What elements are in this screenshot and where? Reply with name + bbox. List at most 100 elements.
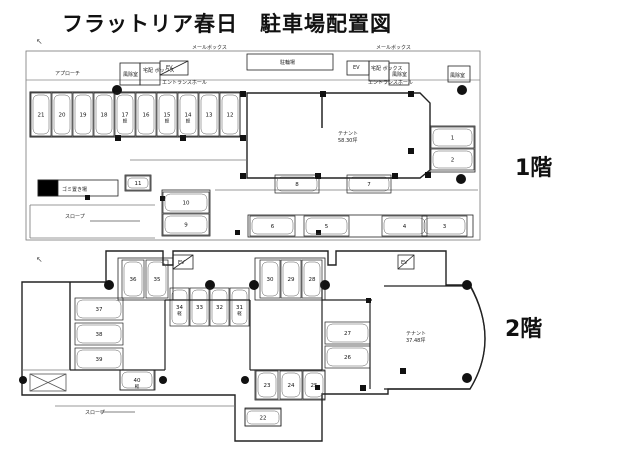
- parking-space-6: 6: [249, 215, 296, 237]
- space-number: 21: [38, 113, 45, 119]
- parking-space-19: 19: [72, 92, 94, 137]
- floor2-pillars: [19, 280, 472, 391]
- parking-space-17: 17軽: [114, 92, 136, 137]
- space-number: 17: [122, 113, 129, 119]
- mailbox-left-label: メールボックス: [192, 44, 227, 51]
- space-number: 31: [236, 305, 243, 311]
- space-number: 25: [311, 383, 318, 389]
- parking-space-20: 20: [51, 92, 73, 137]
- space-number: 32: [216, 305, 223, 311]
- reception-right-2-label: 風除室: [450, 72, 465, 79]
- parking-space-39: 39: [74, 347, 124, 371]
- space-number: 33: [196, 305, 203, 311]
- space-number: 36: [130, 277, 137, 283]
- bike-parking-label: 駐輪場: [280, 59, 295, 66]
- parking-space-1: 1: [430, 126, 475, 149]
- reception-right-label: 風除室: [392, 71, 407, 78]
- floor1-plan: [25, 50, 481, 241]
- reception-right-2: [447, 65, 471, 83]
- ev2-right: [397, 254, 415, 270]
- space-number: 20: [59, 113, 66, 119]
- space-number: 7: [367, 182, 371, 188]
- floor1-boundary: [25, 50, 481, 241]
- reception-left-label: 風除室: [123, 71, 138, 78]
- north-arrow-1-icon: ↖: [36, 37, 43, 46]
- parking-space-13: 13: [198, 92, 220, 137]
- parking-space-32: 32: [209, 287, 230, 327]
- parking-space-22: 22: [244, 408, 282, 427]
- parking-space-9: 9: [162, 213, 210, 236]
- ev2-right-label: EV: [401, 260, 408, 266]
- ev2-left-label: EV: [178, 260, 185, 266]
- parking-space-5: 5: [303, 215, 350, 237]
- hall-right-label: エントランスホール: [368, 80, 413, 86]
- parking-space-24: 24: [279, 370, 303, 400]
- space-number: 34: [176, 305, 183, 311]
- space-number: 39: [96, 357, 103, 363]
- space-number: 9: [184, 223, 188, 229]
- bike-parking: [246, 53, 334, 71]
- light-vehicle-tag: 軽: [165, 118, 170, 125]
- space-number: 14: [185, 113, 192, 119]
- space-number: 23: [264, 383, 271, 389]
- space-number: 38: [96, 332, 103, 338]
- parking-space-2: 2: [430, 148, 475, 171]
- floor1-label: 1階: [515, 156, 553, 181]
- parking-space-25: 25: [302, 370, 326, 400]
- parking-space-3: 3: [421, 215, 468, 237]
- mailbox-right-label: メールボックス: [376, 44, 411, 51]
- parking-space-31: 31軽: [229, 287, 250, 327]
- light-vehicle-tag: 軽: [237, 310, 242, 317]
- floor1-pillars: [85, 85, 467, 235]
- space-number: 37: [96, 307, 103, 313]
- trash-label: ゴミ置き場: [62, 186, 87, 193]
- space-number: 19: [80, 113, 87, 119]
- delivery-right-label: 宅配 ボックス: [371, 65, 402, 72]
- reception-right: [388, 62, 410, 86]
- parking-space-11: 11: [125, 175, 151, 191]
- space-number: 18: [101, 113, 108, 119]
- parking-space-12: 12: [219, 92, 241, 137]
- parking-space-33: 33: [189, 287, 210, 327]
- space-number: 12: [227, 113, 234, 119]
- parking-space-15: 15軽: [156, 92, 178, 137]
- slope1-label: スロープ: [65, 214, 85, 220]
- space-number: 11: [135, 181, 142, 187]
- parking-space-10: 10: [162, 191, 210, 214]
- floor2-plan: [21, 250, 486, 442]
- parking-space-26: 26: [324, 345, 371, 369]
- parking-space-30: 30: [259, 259, 281, 299]
- space-number: 22: [260, 416, 267, 422]
- parking-space-37: 37: [74, 297, 124, 321]
- parking-space-4: 4: [381, 215, 428, 237]
- space-number: 10: [183, 201, 190, 207]
- space-number: 2: [451, 158, 455, 164]
- space-number: 8: [295, 182, 299, 188]
- north-arrow-2-icon: ↖: [36, 255, 43, 264]
- parking-space-27: 27: [324, 321, 371, 345]
- approach-label: アプローチ: [55, 71, 80, 77]
- ev2-left: [172, 254, 194, 270]
- delivery-left-label: 宅配 ボックス: [143, 67, 174, 74]
- parking-space-35: 35: [145, 259, 169, 299]
- ev-left: [159, 60, 189, 76]
- space-number: 29: [288, 277, 295, 283]
- parking-space-7: 7: [346, 174, 392, 194]
- space-number: 16: [143, 113, 150, 119]
- space-number: 1: [451, 136, 455, 142]
- tenant1-area: 58.30坪: [338, 137, 357, 144]
- light-vehicle-tag: 軽: [186, 118, 191, 125]
- parking-space-40: 40軽: [119, 369, 155, 391]
- space-number: 35: [154, 277, 161, 283]
- space-number: 24: [288, 383, 295, 389]
- floor2-label: 2階: [505, 317, 543, 342]
- tenant1-label: テナント: [338, 131, 358, 137]
- parking-space-8: 8: [274, 174, 320, 194]
- space-number: 6: [271, 224, 275, 230]
- parking-space-18: 18: [93, 92, 115, 137]
- hall-left-label: エントランスホール: [162, 80, 207, 86]
- tenant2-area: 37.48坪: [406, 337, 425, 344]
- parking-space-28: 28: [301, 259, 323, 299]
- space-number: 15: [164, 113, 171, 119]
